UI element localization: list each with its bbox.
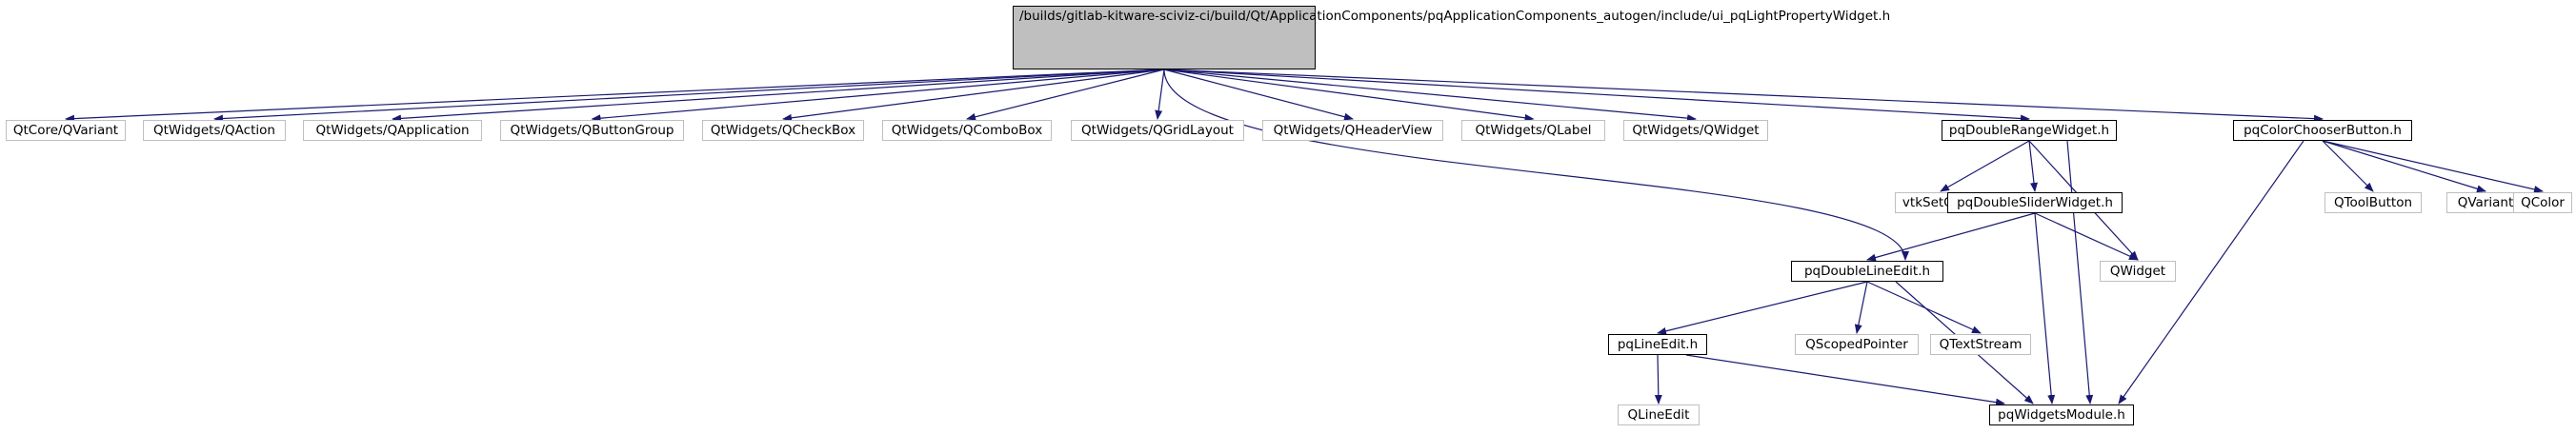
node-pqlineedit[interactable]: pqLineEdit.h — [1608, 334, 1707, 355]
edge-root-to-pqdoublelineedit — [1163, 69, 1909, 261]
node-pqdoublelineedit[interactable]: pqDoubleLineEdit.h — [1791, 261, 1943, 282]
edge-root-to-pqcolorchooserbutton — [1163, 69, 2324, 123]
node-qtextstream[interactable]: QTextStream — [1930, 334, 2031, 355]
edge-root-to-qbuttongroup — [591, 69, 1165, 123]
edge-root-to-qheaderview — [1163, 69, 1354, 121]
node-qvariant[interactable]: QVariant — [2446, 192, 2525, 213]
edge-pqdoublerangewidget-to-pqdoubleslider — [2028, 140, 2038, 192]
edge-pqcolorchooserbutton-to-qtoolbutton — [2322, 140, 2374, 192]
edge-root-to-qapplication — [392, 69, 1165, 123]
edge-root-to-qcombobox — [966, 69, 1165, 121]
root-header-node[interactable]: /builds/gitlab-kitware -sciviz-ci/build/… — [1013, 6, 1890, 69]
node-qcolor[interactable]: QColor — [2513, 192, 2572, 213]
edge-pqcolorchooserbutton-to-pqwidgetsmodule — [2118, 140, 2304, 404]
node-pqcolorchooserbutton[interactable]: pqColorChooserButton.h — [2233, 120, 2412, 141]
root-path-line-3: Components/pqApplicationComponents — [1341, 9, 1598, 24]
edge-root-to-qlabel — [1163, 69, 1535, 122]
node-pqdoublerangewidget[interactable]: pqDoubleRangeWidget.h — [1942, 120, 2117, 141]
edge-root-to-qgridlayout — [1155, 69, 1165, 120]
root-path-line-2: -sciviz-ci/build/Qt/Application — [1155, 9, 1342, 24]
edge-root-to-qcheckbox — [782, 69, 1165, 122]
edge-pqdoublerangewidget-to-pqwidgetsmodule — [2066, 140, 2094, 404]
edge-pqdoublelineedit-to-pqlineedit — [1657, 281, 1868, 335]
node-qtwidgets-qbuttongroup[interactable]: QtWidgets/QButtonGroup — [500, 120, 684, 141]
node-qtwidgets-qgridlayout[interactable]: QtWidgets/QGridLayout — [1071, 120, 1244, 141]
node-qtwidgets-qheaderview[interactable]: QtWidgets/QHeaderView — [1262, 120, 1443, 141]
node-pqwidgetsmodule[interactable]: pqWidgetsModule.h — [1989, 404, 2134, 425]
edge-pqcolorchooserbutton-to-qcolor — [2322, 140, 2544, 193]
edge-root-to-pqdoublerangewidget — [1163, 69, 2030, 123]
edge-pqlineedit-to-pqwidgetsmodule — [1685, 354, 2005, 406]
node-qscopedpointer[interactable]: QScopedPointer — [1795, 334, 1919, 355]
node-qtwidgets-qaction[interactable]: QtWidgets/QAction — [143, 120, 286, 141]
edge-pqdoubleslider-to-pqdoublelineedit — [1866, 212, 2036, 262]
root-path-line-1: /builds/gitlab-kitware — [1019, 9, 1156, 24]
node-qtwidgets-qwidget[interactable]: QtWidgets/QWidget — [1623, 120, 1768, 141]
root-path-line-4: _autogen/include/ui_pqLightPropertyWidge… — [1597, 9, 1891, 24]
node-qtwidgets-qcombobox[interactable]: QtWidgets/QComboBox — [882, 120, 1052, 141]
edge-pqdoubleslider-to-pqwidgetsmodule — [2034, 212, 2056, 404]
edge-pqdoubleslider-to-qwidget — [2034, 212, 2139, 261]
node-qtcore-qvariant[interactable]: QtCore/QVariant — [6, 120, 126, 141]
edge-root-to-qvariant_core — [65, 69, 1165, 123]
node-qlineedit[interactable]: QLineEdit — [1618, 404, 1700, 425]
node-qtoolbutton[interactable]: QToolButton — [2324, 192, 2422, 213]
node-qtwidgets-qcheckbox[interactable]: QtWidgets/QCheckBox — [702, 120, 864, 141]
node-qwidget[interactable]: QWidget — [2100, 261, 2176, 282]
edge-root-to-qaction — [213, 69, 1165, 123]
edge-root-to-qwidget_full — [1163, 69, 1697, 123]
edge-pqdoublerangewidget-to-vtksetget — [1940, 140, 2030, 192]
edge-pqlineedit-to-qlineedit — [1654, 354, 1662, 404]
edge-pqcolorchooserbutton-to-qvariant — [2322, 140, 2486, 193]
node-qtwidgets-qlabel[interactable]: QtWidgets/QLabel — [1461, 120, 1605, 141]
node-pqdoublesliderwidget[interactable]: pqDoubleSliderWidget.h — [1947, 192, 2123, 213]
node-qtwidgets-qapplication[interactable]: QtWidgets/QApplication — [303, 120, 482, 141]
edge-pqdoublelineedit-to-qscopedpointer — [1854, 281, 1868, 334]
